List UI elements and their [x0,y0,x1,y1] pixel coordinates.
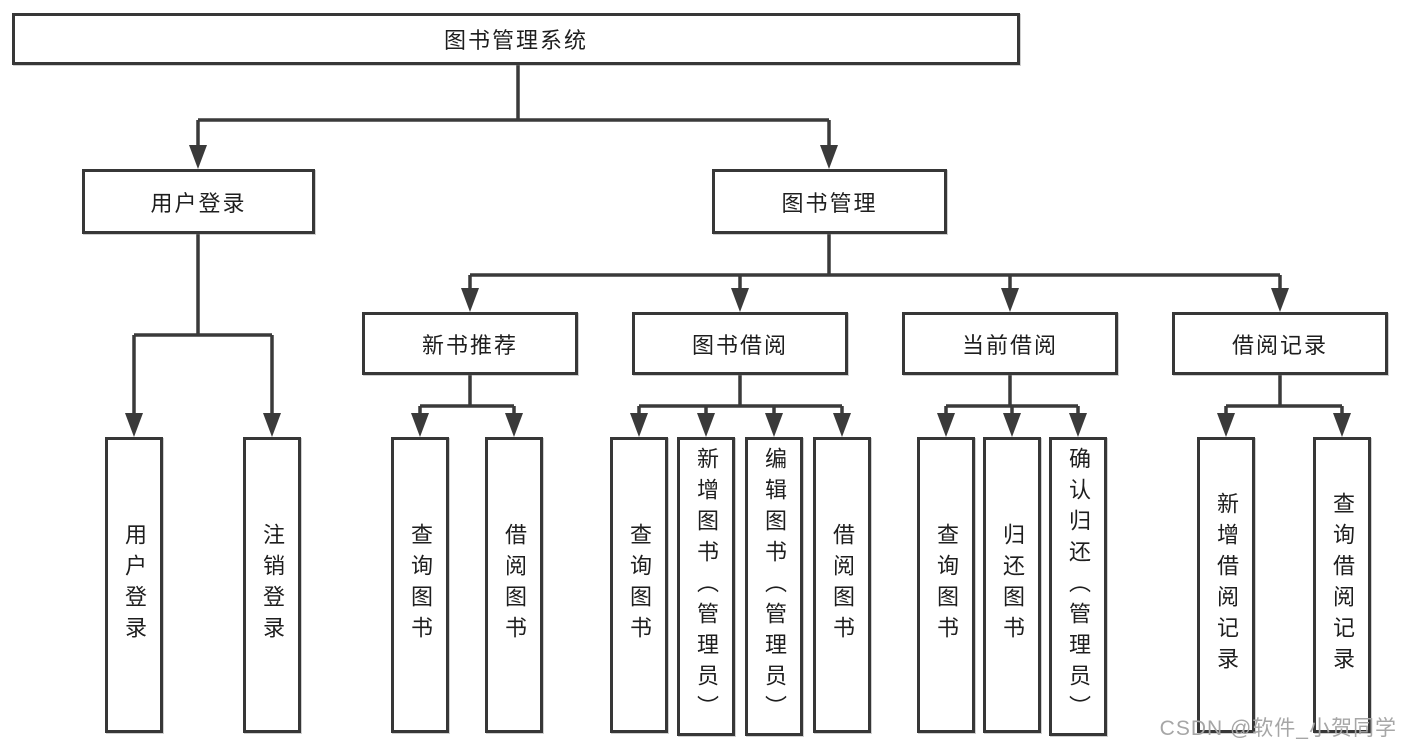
leaf-query-borrow-record-label: 查询借阅记录 [1330,492,1355,678]
leaf-borrow-borrow-book-label: 借阅图书 [830,523,855,647]
leaf-add-borrow-record: 新增借阅记录 [1197,437,1255,733]
node-book-borrow-label: 图书借阅 [691,332,788,358]
node-book-management-label: 图书管理 [781,190,878,216]
node-root: 图书管理系统 [12,13,1020,65]
node-current-borrow: 当前借阅 [902,312,1118,375]
leaf-borrow-borrow-book: 借阅图书 [813,437,871,733]
node-new-book-recommend: 新书推荐 [362,312,578,375]
leaf-recommend-borrow-book: 借阅图书 [485,437,543,733]
leaf-confirm-return-admin: 确认归还（管理员） [1049,437,1107,736]
leaf-add-book-admin-label: 新增图书（管理员） [694,447,719,726]
node-new-book-recommend-label: 新书推荐 [421,332,518,358]
csdn-watermark: CSDN @软件_小贺同学 [1159,717,1397,740]
node-book-borrow: 图书借阅 [632,312,848,375]
leaf-recommend-borrow-book-label: 借阅图书 [502,523,527,647]
leaf-user-login-label: 用户登录 [122,523,147,647]
leaf-logout-label: 注销登录 [260,523,285,647]
leaf-logout: 注销登录 [243,437,301,733]
leaf-recommend-query-book: 查询图书 [391,437,449,733]
leaf-current-query-book-label: 查询图书 [934,523,959,647]
node-root-label: 图书管理系统 [443,28,588,53]
node-user-login: 用户登录 [82,169,315,234]
leaf-return-book-label: 归还图书 [1000,523,1025,647]
leaf-return-book: 归还图书 [983,437,1041,733]
leaf-confirm-return-admin-label: 确认归还（管理员） [1066,447,1091,726]
leaf-borrow-query-book: 查询图书 [610,437,668,733]
leaf-current-query-book: 查询图书 [917,437,975,733]
leaf-query-borrow-record: 查询借阅记录 [1313,437,1371,733]
leaf-add-book-admin: 新增图书（管理员） [677,437,735,736]
node-user-login-label: 用户登录 [150,190,247,216]
tree-edges [132,65,1344,420]
leaf-user-login: 用户登录 [105,437,163,733]
node-borrow-record-label: 借阅记录 [1231,332,1328,358]
node-current-borrow-label: 当前借阅 [961,332,1058,358]
node-book-management: 图书管理 [712,169,947,234]
leaf-recommend-query-book-label: 查询图书 [408,523,433,647]
arrowheads [125,145,1351,437]
leaf-add-borrow-record-label: 新增借阅记录 [1214,492,1239,678]
node-borrow-record: 借阅记录 [1172,312,1388,375]
leaf-edit-book-admin-label: 编辑图书（管理员） [762,447,787,726]
leaf-edit-book-admin: 编辑图书（管理员） [745,437,803,736]
leaf-borrow-query-book-label: 查询图书 [627,523,652,647]
